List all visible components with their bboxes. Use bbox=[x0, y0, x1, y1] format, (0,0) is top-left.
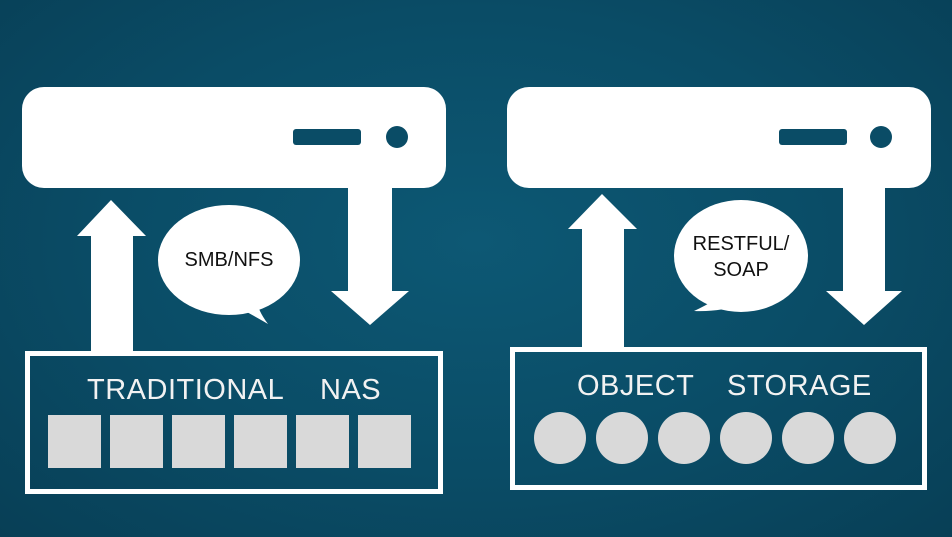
right-storage-units bbox=[534, 412, 896, 464]
left-storage-box bbox=[25, 351, 443, 494]
right-title-word-2: STORAGE bbox=[727, 370, 872, 402]
left-server-power-led bbox=[386, 126, 408, 148]
right-title-word-1: OBJECT bbox=[577, 370, 695, 402]
object-circle-1 bbox=[534, 412, 586, 464]
object-circle-5 bbox=[782, 412, 834, 464]
object-circle-4 bbox=[720, 412, 772, 464]
left-title-word-1: TRADITIONAL bbox=[87, 374, 285, 406]
object-circle-2 bbox=[596, 412, 648, 464]
right-speech-bubble-icon bbox=[674, 200, 808, 312]
right-server-icon bbox=[507, 87, 931, 188]
object-circle-6 bbox=[844, 412, 896, 464]
left-down-arrow-icon bbox=[331, 188, 409, 325]
left-up-arrow-icon bbox=[77, 200, 146, 355]
left-server-icon bbox=[22, 87, 446, 188]
right-panel bbox=[507, 87, 931, 490]
right-protocol-line-2: SOAP bbox=[713, 259, 769, 281]
right-storage-box bbox=[510, 347, 927, 490]
left-storage-units bbox=[48, 415, 411, 468]
storage-block-2 bbox=[110, 415, 163, 468]
left-title-word-2: NAS bbox=[320, 374, 382, 406]
right-server-power-led bbox=[870, 126, 892, 148]
left-server-drive-slot bbox=[293, 129, 361, 145]
left-bubble-label: SMB/NFS bbox=[160, 247, 298, 273]
left-speech-bubble-icon bbox=[158, 205, 300, 324]
right-bubble-label: RESTFUL/ SOAP bbox=[674, 231, 808, 283]
storage-block-1 bbox=[48, 415, 101, 468]
storage-block-4 bbox=[234, 415, 287, 468]
storage-block-3 bbox=[172, 415, 225, 468]
right-protocol-line-1: RESTFUL/ bbox=[692, 233, 790, 255]
storage-block-6 bbox=[358, 415, 411, 468]
storage-block-5 bbox=[296, 415, 349, 468]
left-panel bbox=[22, 87, 446, 494]
right-down-arrow-icon bbox=[826, 188, 902, 325]
right-up-arrow-icon bbox=[568, 194, 637, 350]
left-protocol-text: SMB/NFS bbox=[184, 249, 274, 271]
object-circle-3 bbox=[658, 412, 710, 464]
right-server-drive-slot bbox=[779, 129, 847, 145]
